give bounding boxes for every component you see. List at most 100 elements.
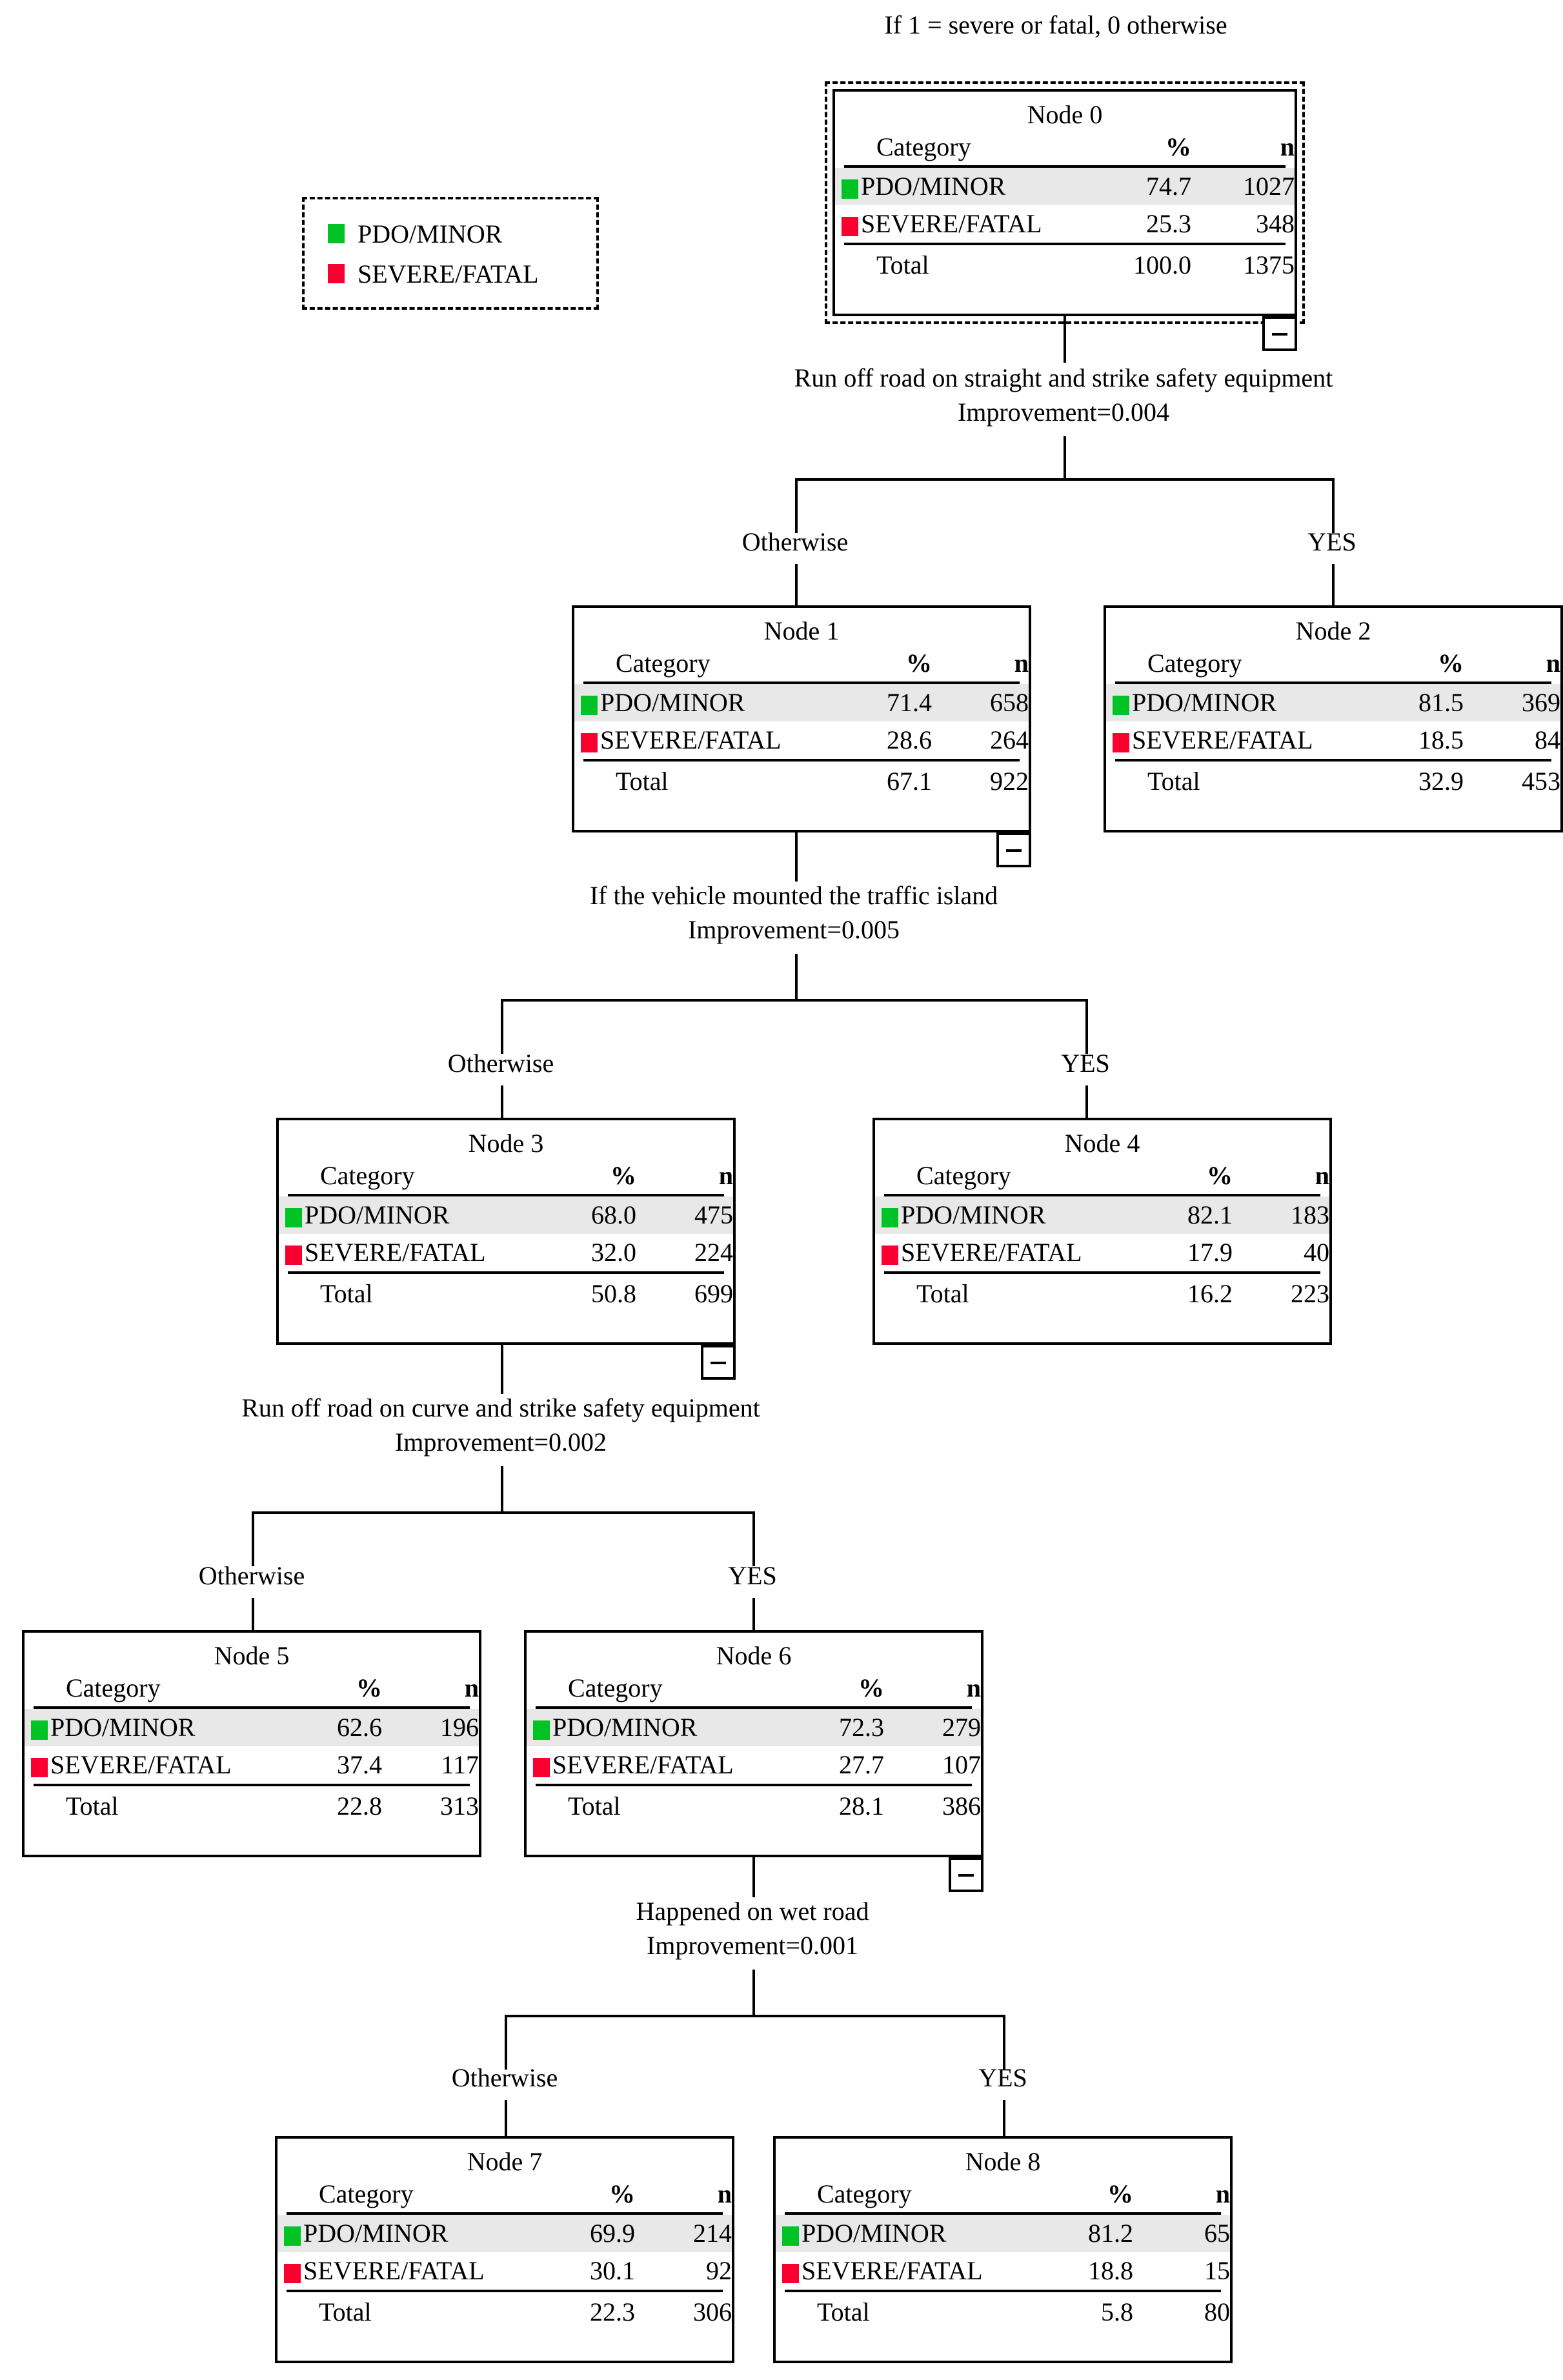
node-5-label-total: Total — [66, 1791, 119, 1820]
connector-split3-bar — [505, 2015, 1005, 2017]
connector-split2-right-drop — [752, 1598, 755, 1631]
tree-node-4[interactable]: Node 4 Category % n PDO/MINOR 82.1 183 S… — [872, 1118, 1332, 1345]
node-2-n-total: 453 — [1522, 767, 1560, 796]
node-3-swatch-severe-fatal-icon — [279, 1234, 305, 1271]
node-8-label-pdo-minor: PDO/MINOR — [802, 2215, 1036, 2252]
node-4-percent-severe-fatal: 17.9 — [1187, 1238, 1233, 1267]
legend-swatch-green-icon — [328, 224, 345, 243]
node-8-n-pdo-minor: 65 — [1133, 2215, 1230, 2252]
connector-split1-right-drop — [1085, 1085, 1088, 1119]
node-2-label-severe-fatal: SEVERE/FATAL — [1132, 725, 1313, 754]
node-0-percent-pdo-minor: 74.7 — [1094, 168, 1191, 205]
node-3-title: Node 3 — [468, 1129, 544, 1158]
tree-node-8[interactable]: Node 8 Category % n PDO/MINOR 81.2 65 SE… — [773, 2136, 1233, 2363]
node-4-label-severe-fatal: SEVERE/FATAL — [901, 1238, 1082, 1267]
node-0-label-pdo-minor: PDO/MINOR — [861, 168, 1094, 205]
node-8-label-severe-fatal: SEVERE/FATAL — [802, 2256, 983, 2285]
tree-node-0[interactable]: Node 0 Category % n PDO/MINOR 74.7 1027 … — [825, 81, 1305, 324]
node-6-swatch-pdo-minor-icon — [527, 1709, 552, 1746]
node-3-collapse-button[interactable] — [701, 1345, 736, 1380]
split-3-label: Happened on wet road Improvement=0.001 — [430, 1895, 1075, 1963]
connector-split0-left-leg — [795, 478, 798, 533]
node-1-percent-pdo-minor: 71.4 — [835, 684, 932, 721]
node-7-label-pdo-minor: PDO/MINOR — [303, 2215, 538, 2252]
node-7-header-category: Category — [319, 2179, 414, 2208]
tree-node-5[interactable]: Node 5 Category % n PDO/MINOR 62.6 196 S… — [22, 1630, 481, 1857]
connector-split2-left-leg — [252, 1511, 254, 1566]
node-2-header-n: n — [1546, 649, 1560, 678]
node-2-row-pdo-minor: PDO/MINOR 81.5 369 — [1106, 684, 1560, 721]
node-1-header-category: Category — [616, 649, 711, 678]
node-1-header-row: Category % n — [574, 650, 1029, 681]
node-2-header-category: Category — [1147, 649, 1242, 678]
node-0-header-category: Category — [876, 132, 971, 161]
node-0-n-total: 1375 — [1243, 250, 1295, 279]
node-4-n-severe-fatal: 40 — [1304, 1238, 1329, 1267]
split-0-label: Run off road on straight and strike safe… — [689, 361, 1438, 430]
node-3-label-pdo-minor: PDO/MINOR — [305, 1196, 539, 1234]
node-4-header-row: Category % n — [875, 1163, 1329, 1194]
node-1-row-severe-fatal: SEVERE/FATAL 28.6 264 — [574, 721, 1029, 759]
node-7-percent-total: 22.3 — [590, 2297, 635, 2326]
node-2-label-total: Total — [1147, 767, 1200, 796]
node-5-header-category: Category — [66, 1673, 161, 1702]
node-5-percent-severe-fatal: 37.4 — [337, 1750, 382, 1779]
node-3-header-category: Category — [320, 1161, 415, 1190]
node-2-swatch-pdo-minor-icon — [1106, 684, 1132, 721]
tree-node-3[interactable]: Node 3 Category % n PDO/MINOR 68.0 475 S… — [276, 1118, 736, 1345]
node-1-collapse-button[interactable] — [996, 832, 1031, 867]
node-7-swatch-pdo-minor-icon — [277, 2215, 303, 2252]
node-1-header-percent: % — [906, 649, 932, 678]
node-8-n-total: 80 — [1204, 2297, 1230, 2326]
connector-split3-down — [752, 1970, 755, 2015]
node-7-n-total: 306 — [693, 2297, 732, 2326]
node-7-label-total: Total — [319, 2297, 372, 2326]
node-4-title: Node 4 — [1064, 1129, 1140, 1158]
node-6-title: Node 6 — [716, 1641, 792, 1670]
tree-node-2[interactable]: Node 2 Category % n PDO/MINOR 81.5 369 S… — [1104, 605, 1563, 832]
branch-label-split2-left: Otherwise — [198, 1561, 305, 1590]
node-5-n-pdo-minor: 196 — [382, 1709, 479, 1746]
node-1-label-pdo-minor: PDO/MINOR — [600, 684, 835, 721]
node-0-header-swatch-cell — [835, 134, 861, 165]
node-7-label-severe-fatal: SEVERE/FATAL — [303, 2256, 485, 2285]
node-5-swatch-pdo-minor-icon — [25, 1709, 50, 1746]
tree-node-7[interactable]: Node 7 Category % n PDO/MINOR 69.9 214 S… — [275, 2136, 734, 2363]
node-6-percent-pdo-minor: 72.3 — [787, 1709, 884, 1746]
node-8-swatch-severe-fatal-icon — [776, 2252, 802, 2290]
node-6-header-category: Category — [568, 1673, 663, 1702]
split-3-variable: Happened on wet road — [636, 1897, 869, 1926]
connector-split1-left-leg — [501, 999, 503, 1054]
node-5-swatch-severe-fatal-icon — [25, 1746, 50, 1784]
node-4-header-percent: % — [1207, 1161, 1233, 1190]
legend-item-severe-fatal: SEVERE/FATAL — [328, 254, 596, 294]
node-7-header-percent: % — [609, 2179, 635, 2208]
connector-split2-left-drop — [252, 1598, 254, 1631]
node-4-percent-total: 16.2 — [1187, 1279, 1233, 1308]
split-3-improvement: Improvement=0.001 — [646, 1930, 859, 1960]
node-5-header-n: n — [464, 1673, 479, 1702]
node-5-label-pdo-minor: PDO/MINOR — [50, 1709, 285, 1746]
connector-split1-left-drop — [501, 1085, 503, 1119]
node-3-header-row: Category % n — [279, 1163, 733, 1194]
connector-node1-down — [795, 832, 798, 882]
node-0-collapse-button[interactable] — [1262, 316, 1297, 351]
connector-node3-down — [501, 1345, 503, 1394]
node-1-n-pdo-minor: 658 — [932, 684, 1029, 721]
node-2-label-pdo-minor: PDO/MINOR — [1132, 684, 1367, 721]
node-6-header-n: n — [966, 1673, 981, 1702]
node-5-percent-total: 22.8 — [337, 1791, 382, 1820]
tree-node-6[interactable]: Node 6 Category % n PDO/MINOR 72.3 279 S… — [524, 1630, 983, 1857]
node-2-row-total: Total 32.9 453 — [1106, 761, 1560, 802]
node-2-title: Node 2 — [1295, 616, 1371, 645]
node-5-n-total: 313 — [440, 1791, 479, 1820]
node-4-table: Category % n PDO/MINOR 82.1 183 SEVERE/F… — [875, 1163, 1329, 1314]
node-8-percent-severe-fatal: 18.8 — [1088, 2256, 1133, 2285]
node-3-percent-pdo-minor: 68.0 — [539, 1196, 636, 1234]
node-6-n-total: 386 — [942, 1791, 981, 1820]
node-3-percent-total: 50.8 — [591, 1279, 636, 1308]
node-8-header-n: n — [1215, 2179, 1230, 2208]
node-6-collapse-button[interactable] — [949, 1857, 983, 1892]
tree-node-1[interactable]: Node 1 Category % n PDO/MINOR 71.4 658 S… — [572, 605, 1031, 832]
node-4-n-total: 223 — [1291, 1279, 1329, 1308]
